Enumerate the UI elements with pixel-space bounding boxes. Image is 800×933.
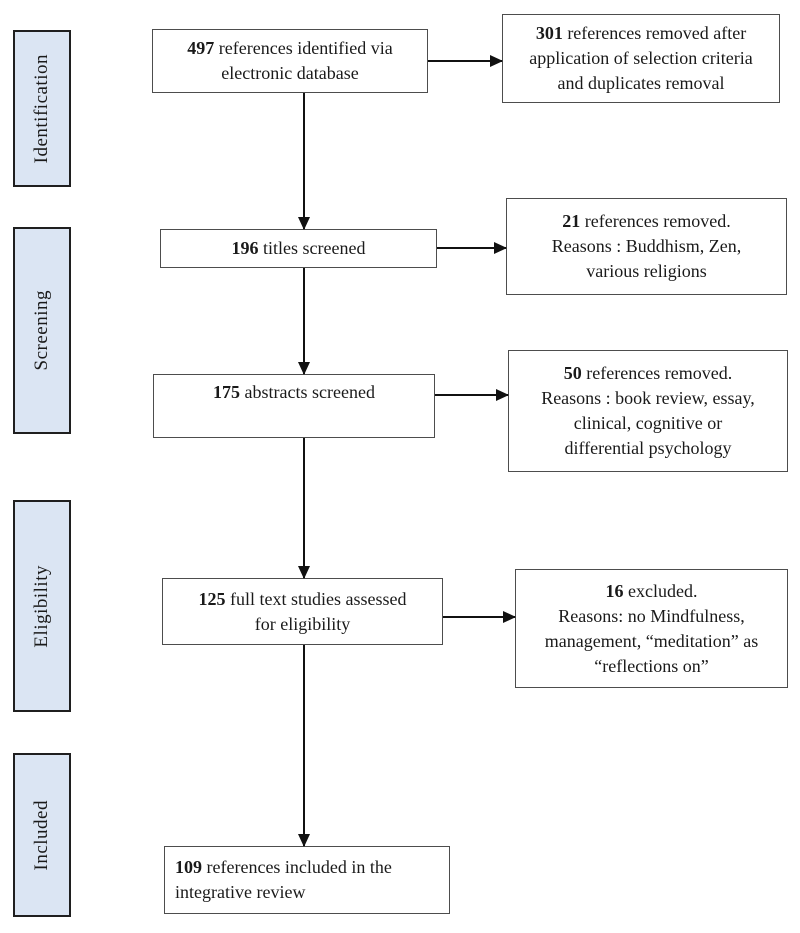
flow-box-count: 125 <box>198 588 226 609</box>
flow-box-text: titles screened <box>258 238 366 258</box>
stage-label-text: Eligibility <box>31 564 52 648</box>
arrow-down-icon <box>303 268 305 374</box>
exclusion-box-titles: 21 references removed. Reasons : Buddhis… <box>506 198 787 295</box>
exclusion-box-text: references removed after application of … <box>529 23 753 93</box>
flow-box-count: 175 <box>213 382 241 402</box>
stage-label-identification: Identification <box>13 30 71 187</box>
flow-box-count: 109 <box>175 857 202 877</box>
exclusion-box-count: 16 <box>605 580 624 601</box>
flow-box-titles-screened: 196 titles screened <box>160 229 437 268</box>
flow-box-text: references included in the integrative r… <box>175 857 392 902</box>
exclusion-box-count: 21 <box>562 211 581 231</box>
stage-label-text: Identification <box>31 53 52 164</box>
flow-box-count: 196 <box>231 238 259 258</box>
exclusion-box-selection-criteria: 301 references removed after application… <box>502 14 780 103</box>
stage-label-screening: Screening <box>13 227 71 434</box>
flow-box-text: full text studies assessed for eligibili… <box>230 588 407 634</box>
arrow-right-icon <box>428 60 502 62</box>
exclusion-box-abstracts: 50 references removed. Reasons : book re… <box>508 350 788 472</box>
arrow-right-icon <box>437 247 506 249</box>
exclusion-box-fulltext: 16 excluded. Reasons: no Mindfulness, ma… <box>515 569 788 688</box>
arrow-down-icon <box>303 645 305 846</box>
arrow-down-icon <box>303 93 305 229</box>
exclusion-box-text: references removed. Reasons : Buddhism, … <box>551 211 742 281</box>
flow-box-text: abstracts screened <box>240 382 375 402</box>
flow-box-count: 497 <box>187 38 215 58</box>
flow-box-abstracts-screened: 175 abstracts screened <box>153 374 435 438</box>
flow-box-fulltext-assessed: 125 full text studies assessed for eligi… <box>162 578 443 645</box>
stage-label-text: Screening <box>31 290 52 371</box>
stage-label-text: Included <box>31 799 52 871</box>
stage-label-eligibility: Eligibility <box>13 500 71 712</box>
exclusion-box-count: 301 <box>535 23 563 43</box>
exclusion-box-text: references removed. Reasons : book revie… <box>541 363 755 458</box>
flow-box-text: references identified via electronic dat… <box>218 38 393 83</box>
flow-box-references-included: 109 references included in the integrati… <box>164 846 450 914</box>
arrow-right-icon <box>435 394 508 396</box>
arrow-down-icon <box>303 438 305 578</box>
stage-label-included: Included <box>13 753 71 917</box>
exclusion-box-count: 50 <box>563 363 582 383</box>
arrow-right-icon <box>443 616 515 618</box>
flow-box-references-identified: 497 references identified via electronic… <box>152 29 428 93</box>
exclusion-box-text: excluded. Reasons: no Mindfulness, manag… <box>544 580 759 676</box>
